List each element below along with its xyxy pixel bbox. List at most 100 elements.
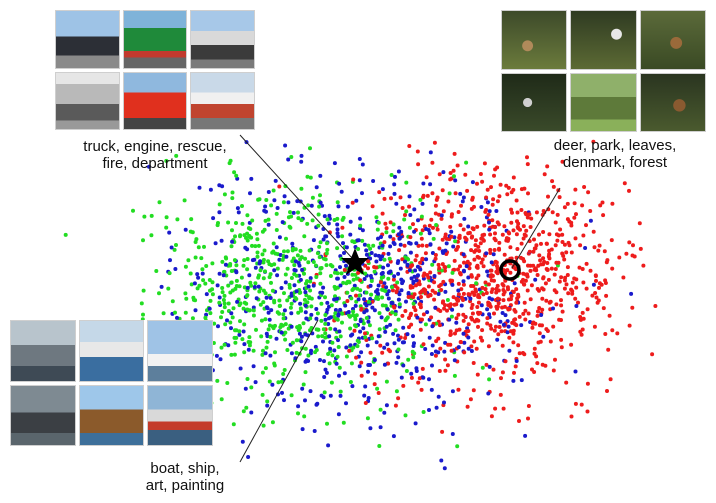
scatter-point bbox=[555, 212, 560, 217]
scatter-point bbox=[446, 342, 451, 347]
cluster-markers bbox=[341, 248, 521, 281]
scatter-point bbox=[183, 227, 188, 232]
scatter-point bbox=[394, 360, 399, 365]
scatter-point bbox=[418, 197, 423, 202]
scatter-point bbox=[336, 204, 341, 209]
scatter-point bbox=[161, 311, 166, 316]
scatter-point bbox=[285, 348, 290, 352]
scatter-point bbox=[266, 217, 271, 222]
scatter-point bbox=[557, 195, 562, 200]
scatter-point bbox=[527, 212, 532, 217]
scatter-point bbox=[515, 247, 520, 251]
scatter-point bbox=[407, 194, 412, 199]
scatter-point bbox=[598, 203, 603, 208]
scatter-point bbox=[342, 371, 347, 376]
scatter-point bbox=[263, 218, 268, 223]
scatter-point bbox=[433, 353, 438, 358]
scatter-point bbox=[501, 288, 506, 292]
scatter-point bbox=[364, 316, 369, 320]
scatter-point bbox=[264, 295, 269, 300]
scatter-point bbox=[519, 255, 523, 260]
scatter-point bbox=[433, 211, 438, 216]
scatter-point bbox=[348, 232, 353, 237]
scatter-point bbox=[282, 398, 286, 403]
scatter-point bbox=[303, 346, 308, 351]
scatter-point bbox=[521, 224, 526, 229]
scatter-point bbox=[280, 323, 285, 328]
scatter-point bbox=[364, 252, 369, 257]
scatter-point bbox=[610, 266, 615, 271]
scatter-point bbox=[174, 243, 178, 247]
scatter-point bbox=[407, 144, 412, 148]
scatter-point bbox=[346, 310, 351, 314]
scatter-point bbox=[534, 243, 539, 248]
scatter-point bbox=[511, 175, 516, 180]
scatter-point bbox=[419, 289, 424, 294]
scatter-point bbox=[289, 324, 294, 329]
scatter-point bbox=[399, 288, 404, 293]
scatter-point bbox=[483, 287, 488, 292]
scatter-point bbox=[212, 321, 217, 326]
scatter-point bbox=[234, 173, 239, 178]
scatter-point bbox=[496, 222, 501, 227]
scatter-point bbox=[564, 282, 569, 287]
scatter-point bbox=[390, 301, 395, 306]
scatter-point bbox=[510, 210, 514, 215]
scatter-point bbox=[456, 281, 461, 286]
scatter-point bbox=[167, 271, 172, 276]
scatter-point bbox=[233, 328, 237, 333]
scatter-point bbox=[435, 227, 440, 232]
scatter-point bbox=[288, 225, 293, 230]
scatter-point bbox=[564, 380, 569, 385]
scatter-point bbox=[292, 263, 297, 268]
scatter-point bbox=[390, 310, 395, 315]
scatter-point bbox=[514, 198, 519, 203]
scatter-point bbox=[455, 444, 460, 449]
scatter-point bbox=[600, 200, 605, 205]
scatter-point bbox=[275, 310, 280, 315]
scatter-point bbox=[577, 265, 582, 270]
scatter-point bbox=[247, 335, 252, 340]
scatter-point bbox=[551, 368, 556, 373]
scatter-point bbox=[362, 310, 367, 315]
scatter-point bbox=[302, 297, 307, 302]
scatter-point bbox=[384, 324, 389, 329]
scatter-point bbox=[141, 312, 145, 317]
scatter-point bbox=[627, 323, 632, 328]
scatter-point bbox=[485, 316, 490, 321]
scatter-point bbox=[521, 311, 526, 316]
scatter-point bbox=[489, 185, 493, 190]
scatter-point bbox=[398, 195, 403, 200]
scatter-point bbox=[389, 196, 393, 201]
scatter-point bbox=[336, 338, 340, 343]
scatter-point bbox=[488, 323, 493, 328]
scatter-point bbox=[506, 230, 511, 235]
scatter-point bbox=[437, 323, 442, 328]
scatter-point bbox=[327, 230, 332, 235]
scatter-point bbox=[526, 311, 531, 316]
scatter-point bbox=[536, 309, 540, 314]
scatter-point bbox=[424, 175, 429, 180]
scatter-point bbox=[428, 150, 433, 155]
scatter-point bbox=[321, 395, 326, 400]
scatter-point bbox=[321, 237, 326, 242]
scatter-point bbox=[382, 362, 387, 367]
scatter-point bbox=[282, 249, 286, 254]
scatter-point bbox=[416, 218, 420, 223]
scatter-point bbox=[304, 316, 309, 321]
scatter-point bbox=[368, 350, 373, 355]
scatter-point bbox=[289, 351, 294, 356]
scatter-point bbox=[347, 313, 351, 318]
scatter-point bbox=[409, 322, 414, 327]
scatter-point bbox=[452, 358, 457, 363]
scatter-point bbox=[230, 190, 235, 195]
scatter-point bbox=[458, 223, 463, 228]
scatter-point bbox=[141, 238, 145, 243]
scatter-point bbox=[429, 217, 434, 222]
scatter-point bbox=[341, 241, 345, 246]
scatter-point bbox=[317, 244, 322, 249]
scatter-point bbox=[386, 263, 390, 268]
scatter-point bbox=[396, 271, 401, 276]
scatter-point bbox=[416, 380, 421, 385]
scatter-point bbox=[378, 407, 383, 412]
